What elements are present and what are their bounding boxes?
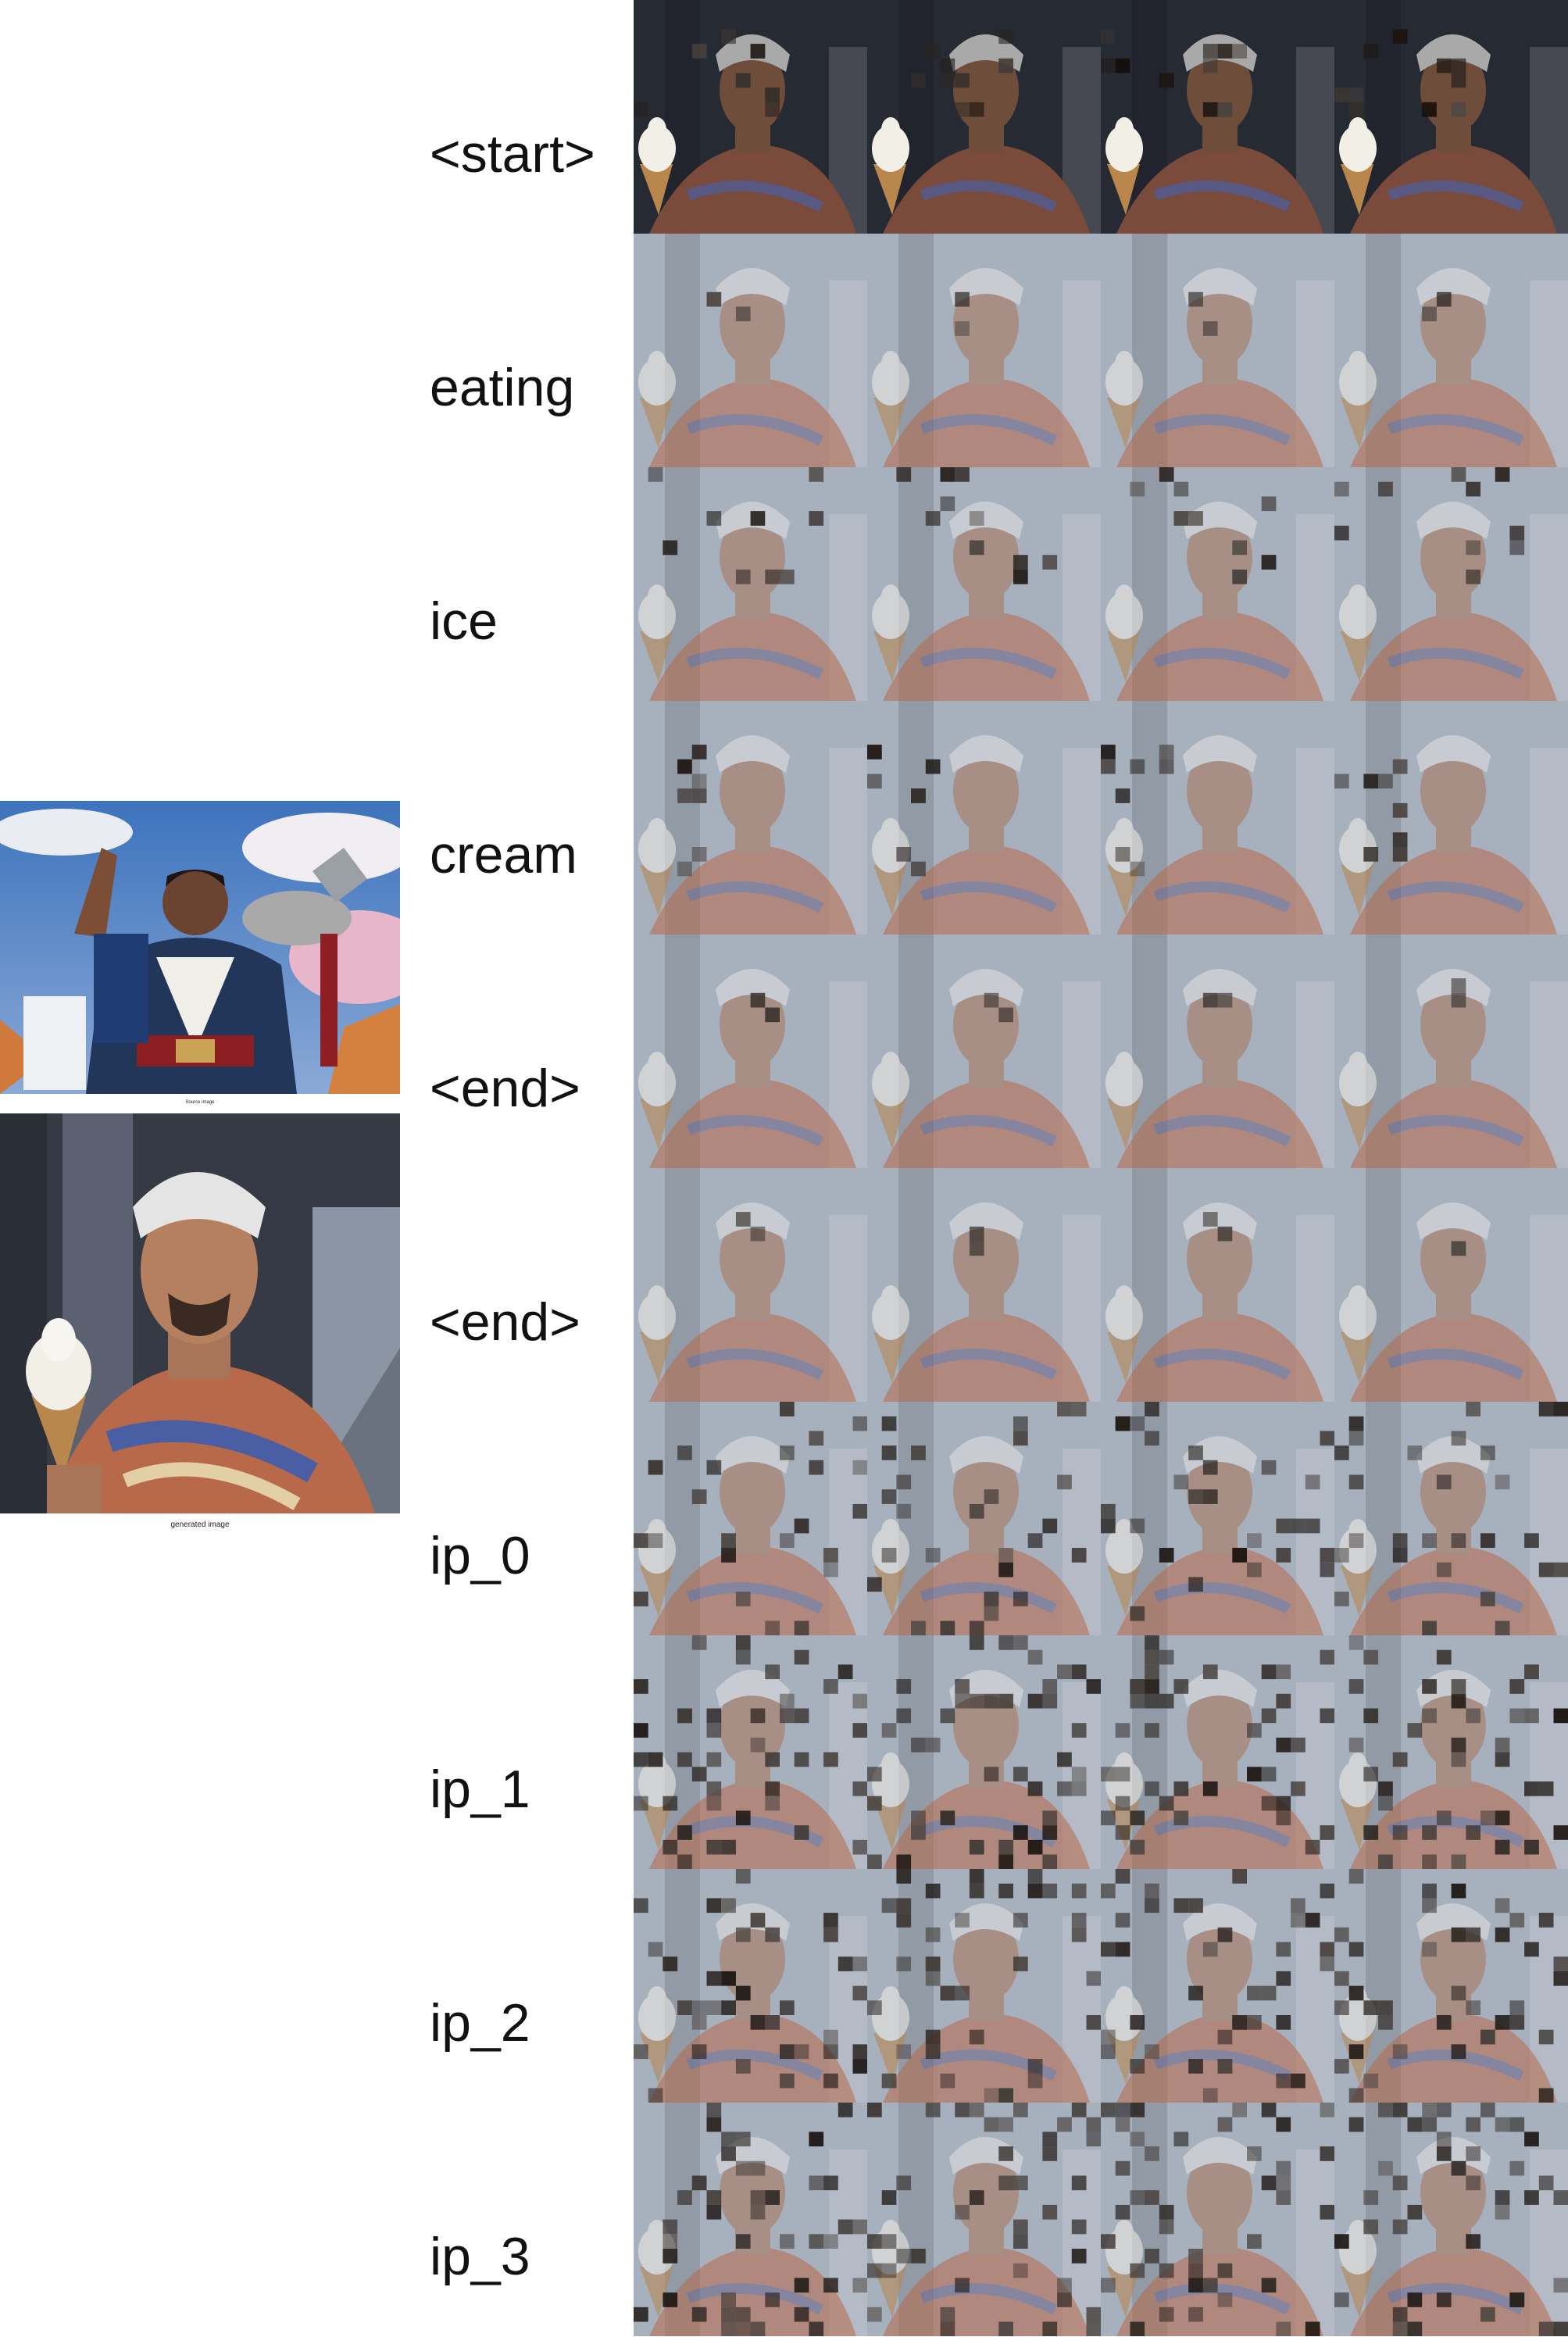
attention-map-cell — [634, 467, 867, 701]
attention-map-cell — [1101, 701, 1334, 934]
attention-map-cell — [634, 1402, 867, 1635]
attention-map-cell — [634, 1168, 867, 1402]
attention-map-cell — [867, 1635, 1101, 1869]
token-label: eating — [430, 358, 575, 417]
attention-map-cell — [1334, 934, 1568, 1168]
attention-map-cell — [634, 934, 867, 1168]
attention-map-cell — [867, 1869, 1101, 2103]
attention-map-cell — [634, 1869, 867, 2103]
attention-map-cell — [867, 701, 1101, 934]
attention-map-cell — [1334, 2103, 1568, 2336]
token-label: ip_1 — [430, 1760, 530, 1819]
attention-map-cell — [1334, 234, 1568, 467]
attention-map-cell — [1101, 1402, 1334, 1635]
token-label: <start> — [430, 124, 595, 184]
token-label: <end> — [430, 1292, 580, 1352]
attention-map-cell — [1101, 1168, 1334, 1402]
attention-map-cell — [867, 467, 1101, 701]
attention-map-cell — [634, 701, 867, 934]
attention-map-cell — [1101, 2103, 1334, 2336]
attention-map-cell — [1101, 234, 1334, 467]
token-label: <end> — [430, 1059, 580, 1118]
attention-map-cell — [634, 2103, 867, 2336]
token-label: ip_2 — [430, 1993, 530, 2053]
attention-map-cell — [1101, 934, 1334, 1168]
attention-map-cell — [1334, 467, 1568, 701]
attention-map-cell — [867, 0, 1101, 234]
token-label: ip_3 — [430, 2227, 530, 2286]
attention-map-cell — [1101, 1869, 1334, 2103]
attention-map-cell — [867, 1402, 1101, 1635]
attention-map-cell — [867, 2103, 1101, 2336]
attention-map-cell — [867, 234, 1101, 467]
source-image-caption: Source image — [185, 1100, 215, 1105]
attention-map-cell — [634, 234, 867, 467]
attention-map-cell — [1101, 467, 1334, 701]
attention-map-cell — [867, 1168, 1101, 1402]
generated-image-caption: generated image — [170, 1520, 230, 1529]
source-image — [0, 801, 400, 1094]
token-label: cream — [430, 825, 577, 884]
attention-map-cell — [634, 1635, 867, 1869]
attention-map-cell — [1334, 1168, 1568, 1402]
attention-map-cell — [1334, 1402, 1568, 1635]
attention-map-cell — [1334, 0, 1568, 234]
attention-map-grid — [634, 0, 1568, 2337]
attention-map-cell — [1334, 1869, 1568, 2103]
attention-map-cell — [867, 934, 1101, 1168]
attention-map-cell — [1101, 0, 1334, 234]
attention-map-cell — [1334, 1635, 1568, 1869]
token-label: ip_0 — [430, 1526, 530, 1585]
generated-image — [0, 1113, 400, 1513]
attention-map-cell — [1334, 701, 1568, 934]
token-label: ice — [430, 591, 498, 651]
attention-map-cell — [1101, 1635, 1334, 1869]
attention-map-cell — [634, 0, 867, 234]
